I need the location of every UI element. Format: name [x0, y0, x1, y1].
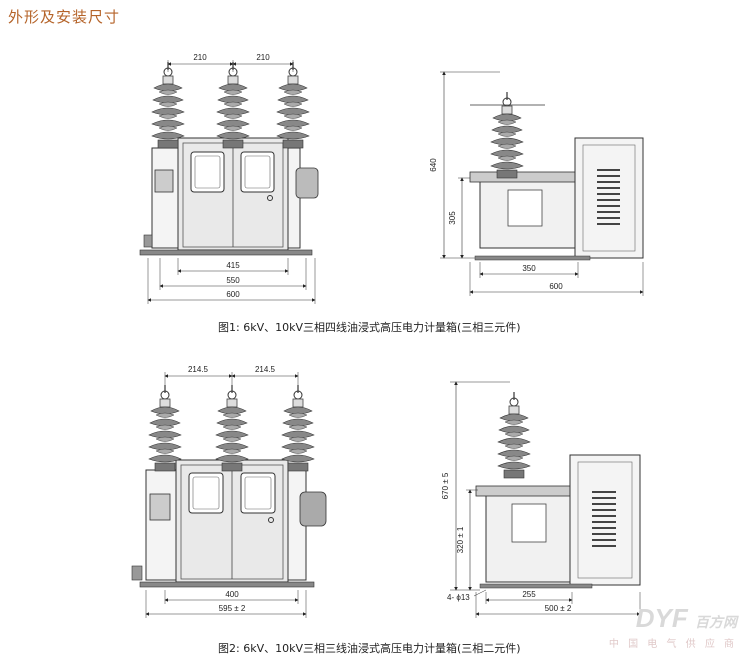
fig2-dim-255: 255	[522, 590, 536, 599]
fig1-dim-600: 600	[226, 290, 240, 299]
figure2-caption: 图2: 6kV、10kV三相三线油浸式高压电力计量箱(三相二元件)	[218, 642, 521, 655]
fig1-dim-305: 305	[448, 211, 457, 225]
fig1-front-view	[139, 60, 319, 304]
watermark-logo: DYF 百方网	[636, 603, 737, 634]
fig1-dim-350: 350	[522, 264, 536, 273]
fig2-front-view	[131, 372, 327, 618]
fig1-vent-slots	[597, 169, 620, 225]
fig2-dim-400: 400	[225, 590, 239, 599]
watermark-cn-logo: 百方网	[695, 614, 737, 630]
fig2-side-view	[450, 381, 641, 618]
fig1-dim-210-right: 210	[256, 53, 270, 62]
fig1-dim-640: 640	[429, 158, 438, 172]
section-title: 外形及安装尺寸	[8, 8, 121, 26]
fig2-dim-500: 500 ± 2	[545, 604, 572, 613]
watermark-logo-text: DYF	[635, 603, 688, 633]
figure1-caption: 图1: 6kV、10kV三相四线油浸式高压电力计量箱(三相三元件)	[218, 321, 521, 334]
fig2-dim-320: 320 ± 1	[456, 526, 465, 553]
fig1-dim-210-left: 210	[193, 53, 207, 62]
fig1-dim-600-side: 600	[549, 282, 563, 291]
fig1-dim-550: 550	[226, 276, 240, 285]
fig2-dim-595: 595 ± 2	[219, 604, 246, 613]
fig2-dim-670: 670 ± 5	[441, 472, 450, 499]
fig2-dim-214-left: 214.5	[188, 365, 209, 374]
fig1-side-view	[440, 71, 644, 296]
fig1-dim-415: 415	[226, 261, 240, 270]
fig2-dim-214-right: 214.5	[255, 365, 276, 374]
watermark-subtitle: 中 国 电 气 供 应 商	[608, 639, 737, 650]
fig2-vent-slots	[592, 491, 616, 547]
fig2-dim-holes: 4- ϕ13	[447, 593, 470, 602]
